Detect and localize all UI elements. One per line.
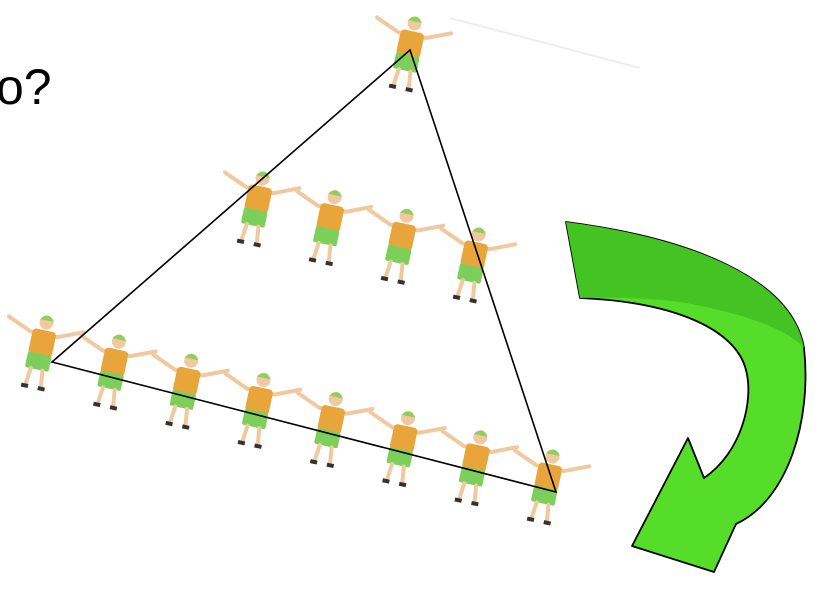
person-figure-icon bbox=[137, 344, 232, 438]
person-figure-icon bbox=[354, 401, 449, 495]
person-figure-icon bbox=[281, 180, 376, 274]
person-figure-icon bbox=[353, 199, 448, 293]
person-figure-icon bbox=[426, 420, 521, 514]
curved-arrow-icon bbox=[565, 221, 807, 573]
person-figure-icon bbox=[425, 217, 520, 311]
light-streak bbox=[449, 17, 641, 69]
person-figure-icon bbox=[361, 6, 456, 100]
people-layer bbox=[0, 6, 594, 533]
pyramid-triangle bbox=[50, 48, 558, 494]
person-figure-icon bbox=[499, 439, 594, 533]
question-text: o? bbox=[0, 59, 52, 115]
person-figure-icon bbox=[65, 324, 160, 419]
person-figure-icon bbox=[209, 161, 304, 255]
person-figure-icon bbox=[282, 382, 377, 476]
person-figure-icon bbox=[0, 305, 88, 399]
person-figure-icon bbox=[210, 363, 305, 457]
